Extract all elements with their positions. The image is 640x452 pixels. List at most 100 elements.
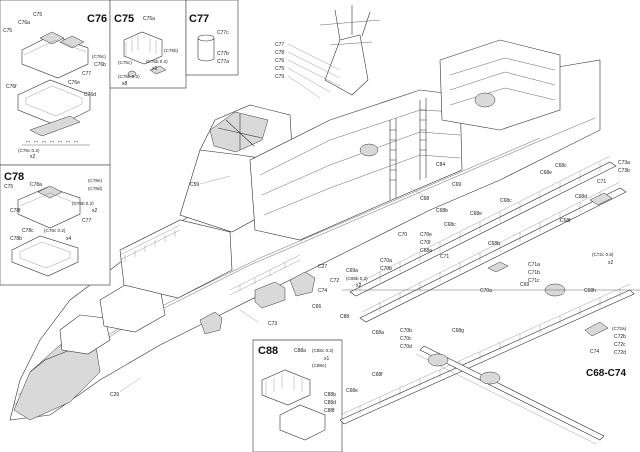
main-label-c68e: C68e [540,170,552,176]
label-c74: C74 [590,349,599,355]
main-label-c26: C26 [110,392,119,398]
label-c77c: C77c [217,30,229,36]
main-label-c68c2: C68c [500,198,512,204]
label-c76c: (C76c) [92,54,106,59]
main-label-c74: C74 [318,288,327,294]
label-c75b: (C75b) [164,48,179,53]
label-c68b: C68b [488,241,500,247]
label-c77: C77 [82,218,91,224]
ship-hull-drawing [9,5,601,421]
panel-c76: C76 C75 C75 C76a (C76c) C76b C77 C76f C7… [0,0,111,166]
main-label-c77: C77 [275,42,284,48]
label-c76d: C76d [84,92,96,98]
main-label-c70: C70 [398,232,407,238]
label-c70a: C70a [480,288,492,294]
main-label-c59: C59 [190,182,199,188]
label-c88e: (C88e) [312,363,327,368]
label-c78d: (C78d) [88,186,103,191]
label-c78f: C78f [10,208,21,214]
main-label-c73: C73 [268,321,277,327]
label-c70c: C70c [400,336,412,342]
main-label-c68c: C68c [444,222,456,228]
label-c68f: C68f [372,372,383,378]
label-c75-note2: (C75b 0.2) [118,74,140,79]
label-c76-qty: x2 [30,154,36,160]
label-c73a: C73a [618,160,630,166]
label-c68h: C68h [584,288,596,294]
label-c72a: (C72a) [612,326,627,331]
label-c71: C71 [597,179,606,185]
label-c70f: C70f [420,240,431,246]
main-label-c68f: C68f [560,218,571,224]
label-c78-qty: x2 [92,208,98,214]
label-c68c: C68c [555,163,567,169]
panel-c75-title: C75 [114,13,134,25]
panel-c88: C88 C88a (C88c 0.2) x1 (C88e) C88b C88d … [252,339,343,452]
label-c70b: C70b [400,328,412,334]
panel-c78: C78 C75 C78a (C78e) (C78d) C78f (C78b 0.… [0,164,111,286]
panel-c88-title: C88 [258,345,278,357]
label-c72c-note: (C72c 0.5) [592,252,614,257]
main-label-c69: C69 [452,182,461,188]
main-label-c75: C75 [275,66,284,72]
label-c88b: C88b [324,392,336,398]
label-c68e: C68e [470,211,482,217]
label-c71b: C71b [528,270,540,276]
label-c75a: C75a [143,16,155,22]
label-c76f: C76f [6,84,17,90]
label-c69: C69 [520,282,529,288]
main-label-c71: C71 [440,254,449,260]
label-c75: C75 [33,12,42,18]
panel-c78-title: C78 [4,171,24,183]
label-c75-note1: (C75b 0.2) [146,59,168,64]
label-c88d: C88d [324,400,336,406]
label-c75-left: C75 [3,28,12,34]
main-label-c76: C76 [275,58,284,64]
main-label-c69a: C69a [346,268,358,274]
label-c77b: C77b [217,51,229,57]
label-c78-qty2: x4 [66,236,72,242]
label-c72c: C72c [614,342,626,348]
label-c71c: C71c [528,278,540,284]
main-label-c88: C88 [340,314,349,320]
main-label-c27: C27 [318,264,327,270]
label-c72b: C72b [614,334,626,340]
main-label-c68b: C68b [436,208,448,214]
panel-c75: C75 C75a (C75b) (C75c) (C75b 0.2) (C75b … [109,0,187,89]
label-c78b-note: (C78b 0.2) [72,201,94,206]
panel-c77: C77 C77c C77b C77a [185,0,239,76]
label-c88f: C88f [324,408,335,414]
label-c76a: C76a [18,20,30,26]
label-c68d: C68d [575,194,587,200]
label-c78c: C78c [22,228,34,234]
label-c75: C75 [4,184,13,190]
label-c78c-note: (C78c 0.2) [44,228,66,233]
label-c76e: C76e [68,80,80,86]
label-c78e: (C78e) [88,178,103,183]
main-label-c70a: C70a [380,258,392,264]
panel-c77-title: C77 [189,13,209,25]
label-c78a: C78a [30,182,42,188]
label-c71a: C71a [528,262,540,268]
main-label-c70b: C70b [380,266,392,272]
label-c70d: C70d [400,344,412,350]
label-c68a: C68a [372,330,384,336]
main-label-c72: C72 [330,278,339,284]
label-c88-qty: x1 [324,356,330,362]
label-c75-qty: x8 [122,81,128,87]
label-c75-qty2: x6 [152,66,158,72]
label-c88a: C88a [294,348,306,354]
label-c70e: C70e [420,232,432,238]
label-c75c: (C75c) [118,60,132,65]
panel-c76-title: C76 [87,13,107,25]
label-c77: C77 [82,71,91,77]
label-c73b: C73b [618,168,630,174]
main-label-c68: C68 [420,196,429,202]
main-label-c84: C84 [436,162,445,168]
main-label-c69-qty: x2 [356,283,362,289]
main-label-c78: C78 [275,50,284,56]
main-labels: C77 C78 C76 C75 C79 C59 C68 C68b C69 C68… [110,42,571,398]
label-c68e2: C68e [346,388,358,394]
label-c78b: C78b [10,236,22,242]
